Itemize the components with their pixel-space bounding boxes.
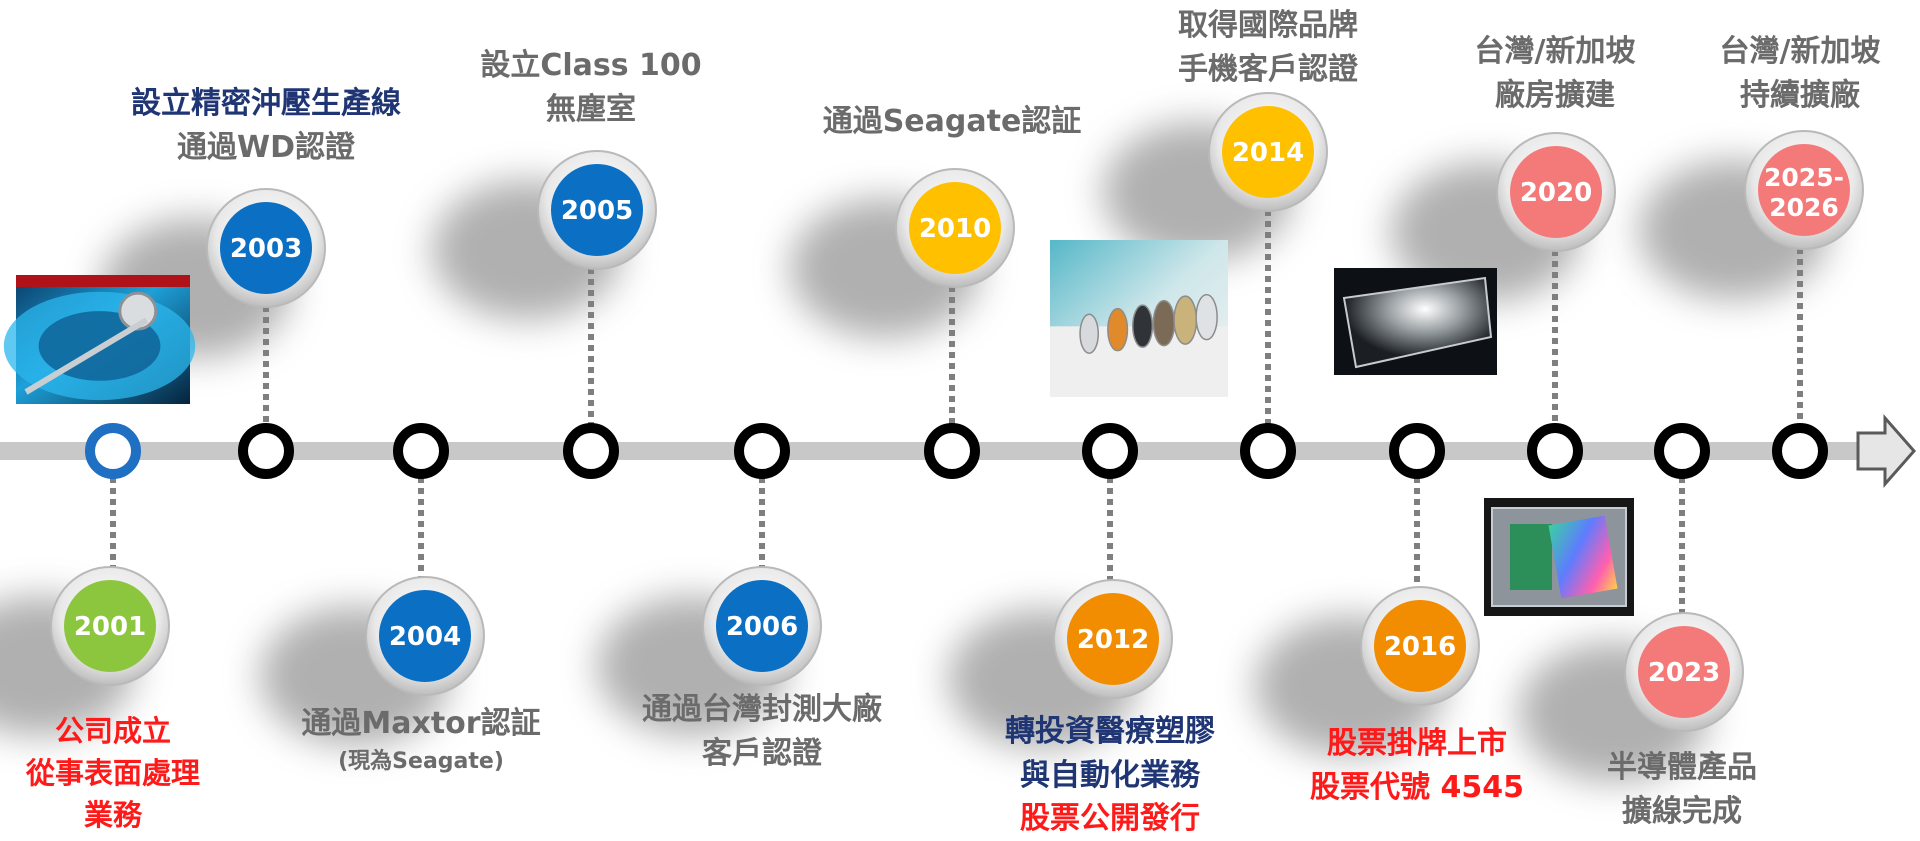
year-label: 2020: [1520, 178, 1592, 208]
milestone-caption-line: 客戶認證: [702, 735, 822, 771]
milestone-caption-line: 股票公開發行: [1020, 801, 1200, 836]
milestone-caption-line: 台灣/新加坡: [1719, 34, 1881, 69]
milestone-caption-line: 手機客戶認證: [1178, 51, 1358, 87]
year-label: 2023: [1648, 658, 1720, 688]
milestone-caption: 通過Seagate認証: [823, 100, 1082, 144]
milestone-caption: 台灣/新加坡持續擴廠: [1720, 30, 1881, 117]
milestone-caption-line: 台灣/新加坡: [1474, 34, 1636, 69]
timeline-dot: [1527, 423, 1583, 479]
year-label: 2016: [1384, 632, 1456, 662]
timeline-dot: [238, 423, 294, 479]
milestone-caption: 設立精密沖壓生產線通過WD認證: [131, 82, 401, 169]
milestone-caption-line: 取得國際品牌: [1178, 8, 1358, 43]
timeline-dot: [1389, 423, 1445, 479]
milestone-caption: 設立Class 100 無塵室: [480, 44, 701, 131]
milestone-caption-line: 業務: [83, 798, 143, 833]
year-label: 2025-2026: [1764, 163, 1844, 222]
year-label: 2001: [74, 612, 146, 642]
timeline-arrow-head: [1856, 414, 1916, 488]
year-bubble: 2025-2026: [1744, 130, 1864, 250]
milestone-caption-line: 擴線完成: [1622, 793, 1742, 829]
milestone-caption-line: 廠房擴建: [1495, 77, 1615, 113]
milestone-caption-line: (現為Seagate): [338, 748, 504, 774]
year-label: 2012: [1077, 625, 1149, 655]
year-bubble: 2014: [1208, 92, 1328, 212]
year-bubble: 2010: [895, 168, 1015, 288]
milestone-caption-line: 股票掛牌上市: [1326, 726, 1507, 761]
timeline-dot: [734, 423, 790, 479]
year-bubble: 2006: [702, 566, 822, 686]
milestone-caption-line: 設立Class 100: [480, 48, 702, 83]
year-bubble: 2020: [1496, 132, 1616, 252]
year-label: 2014: [1232, 138, 1304, 168]
year-bubble: 2016: [1360, 586, 1480, 706]
milestone-caption-line: 股票代號 4545: [1310, 769, 1524, 805]
timeline-dot: [924, 423, 980, 479]
milestone-caption: 轉投資醫療塑膠與自動化業務股票公開發行: [1005, 710, 1215, 841]
milestone-caption: 台灣/新加坡廠房擴建: [1475, 30, 1636, 117]
milestone-caption-line: 通過台灣封測大廠: [642, 692, 882, 727]
milestone-caption-line: 無塵室: [545, 91, 636, 127]
milestone-caption: 取得國際品牌手機客戶認證: [1178, 4, 1358, 91]
milestone-caption-line: 通過Maxtor認証: [301, 706, 541, 741]
year-bubble: 2004: [365, 576, 485, 696]
timeline-dot: [1772, 423, 1828, 479]
year-label: 2004: [389, 622, 461, 652]
milestone-caption: 公司成立從事表面處理業務: [26, 710, 200, 836]
semiconductor-chip-photo: [1484, 498, 1634, 616]
milestone-caption-line: 從事表面處理: [25, 756, 201, 791]
year-bubble: 2012: [1053, 579, 1173, 699]
timeline-dot: [1082, 423, 1138, 479]
year-label: 2010: [919, 214, 991, 244]
timeline-dot: [1240, 423, 1296, 479]
camera-lens-parts-photo: [1050, 240, 1228, 397]
year-label: 2005: [561, 196, 633, 226]
year-label: 2006: [726, 612, 798, 642]
milestone-caption-line: 持續擴廠: [1740, 77, 1860, 113]
year-label: 2003: [230, 234, 302, 264]
year-bubble: 2003: [206, 188, 326, 308]
year-bubble: 2023: [1624, 612, 1744, 732]
timeline-dot: [393, 423, 449, 479]
milestone-caption: 通過Maxtor認証 (現為Seagate): [301, 702, 540, 777]
milestone-caption-line: 通過WD認證: [177, 129, 355, 165]
milestone-caption-line: 半導體產品: [1607, 750, 1757, 785]
milestone-caption-line: 公司成立: [54, 714, 172, 748]
hard-disk-photo: [3, 275, 196, 404]
milestone-caption: 半導體產品擴線完成: [1607, 746, 1757, 833]
milestone-caption-line: 設立精密沖壓生產線: [131, 86, 401, 121]
milestone-caption-line: 轉投資醫療塑膠: [1005, 714, 1215, 749]
year-bubble: 2001: [50, 566, 170, 686]
timeline-dot: [85, 423, 141, 479]
milestone-caption: 股票掛牌上市股票代號 4545: [1310, 722, 1524, 809]
milestone-caption: 通過台灣封測大廠客戶認證: [642, 688, 882, 775]
timeline-dot: [1654, 423, 1710, 479]
year-bubble: 2005: [537, 150, 657, 270]
milestone-caption-line: 通過Seagate認証: [822, 104, 1082, 139]
glass-substrate-photo: [1334, 268, 1497, 375]
milestone-caption-line: 與自動化業務: [1020, 757, 1200, 793]
timeline-dot: [563, 423, 619, 479]
